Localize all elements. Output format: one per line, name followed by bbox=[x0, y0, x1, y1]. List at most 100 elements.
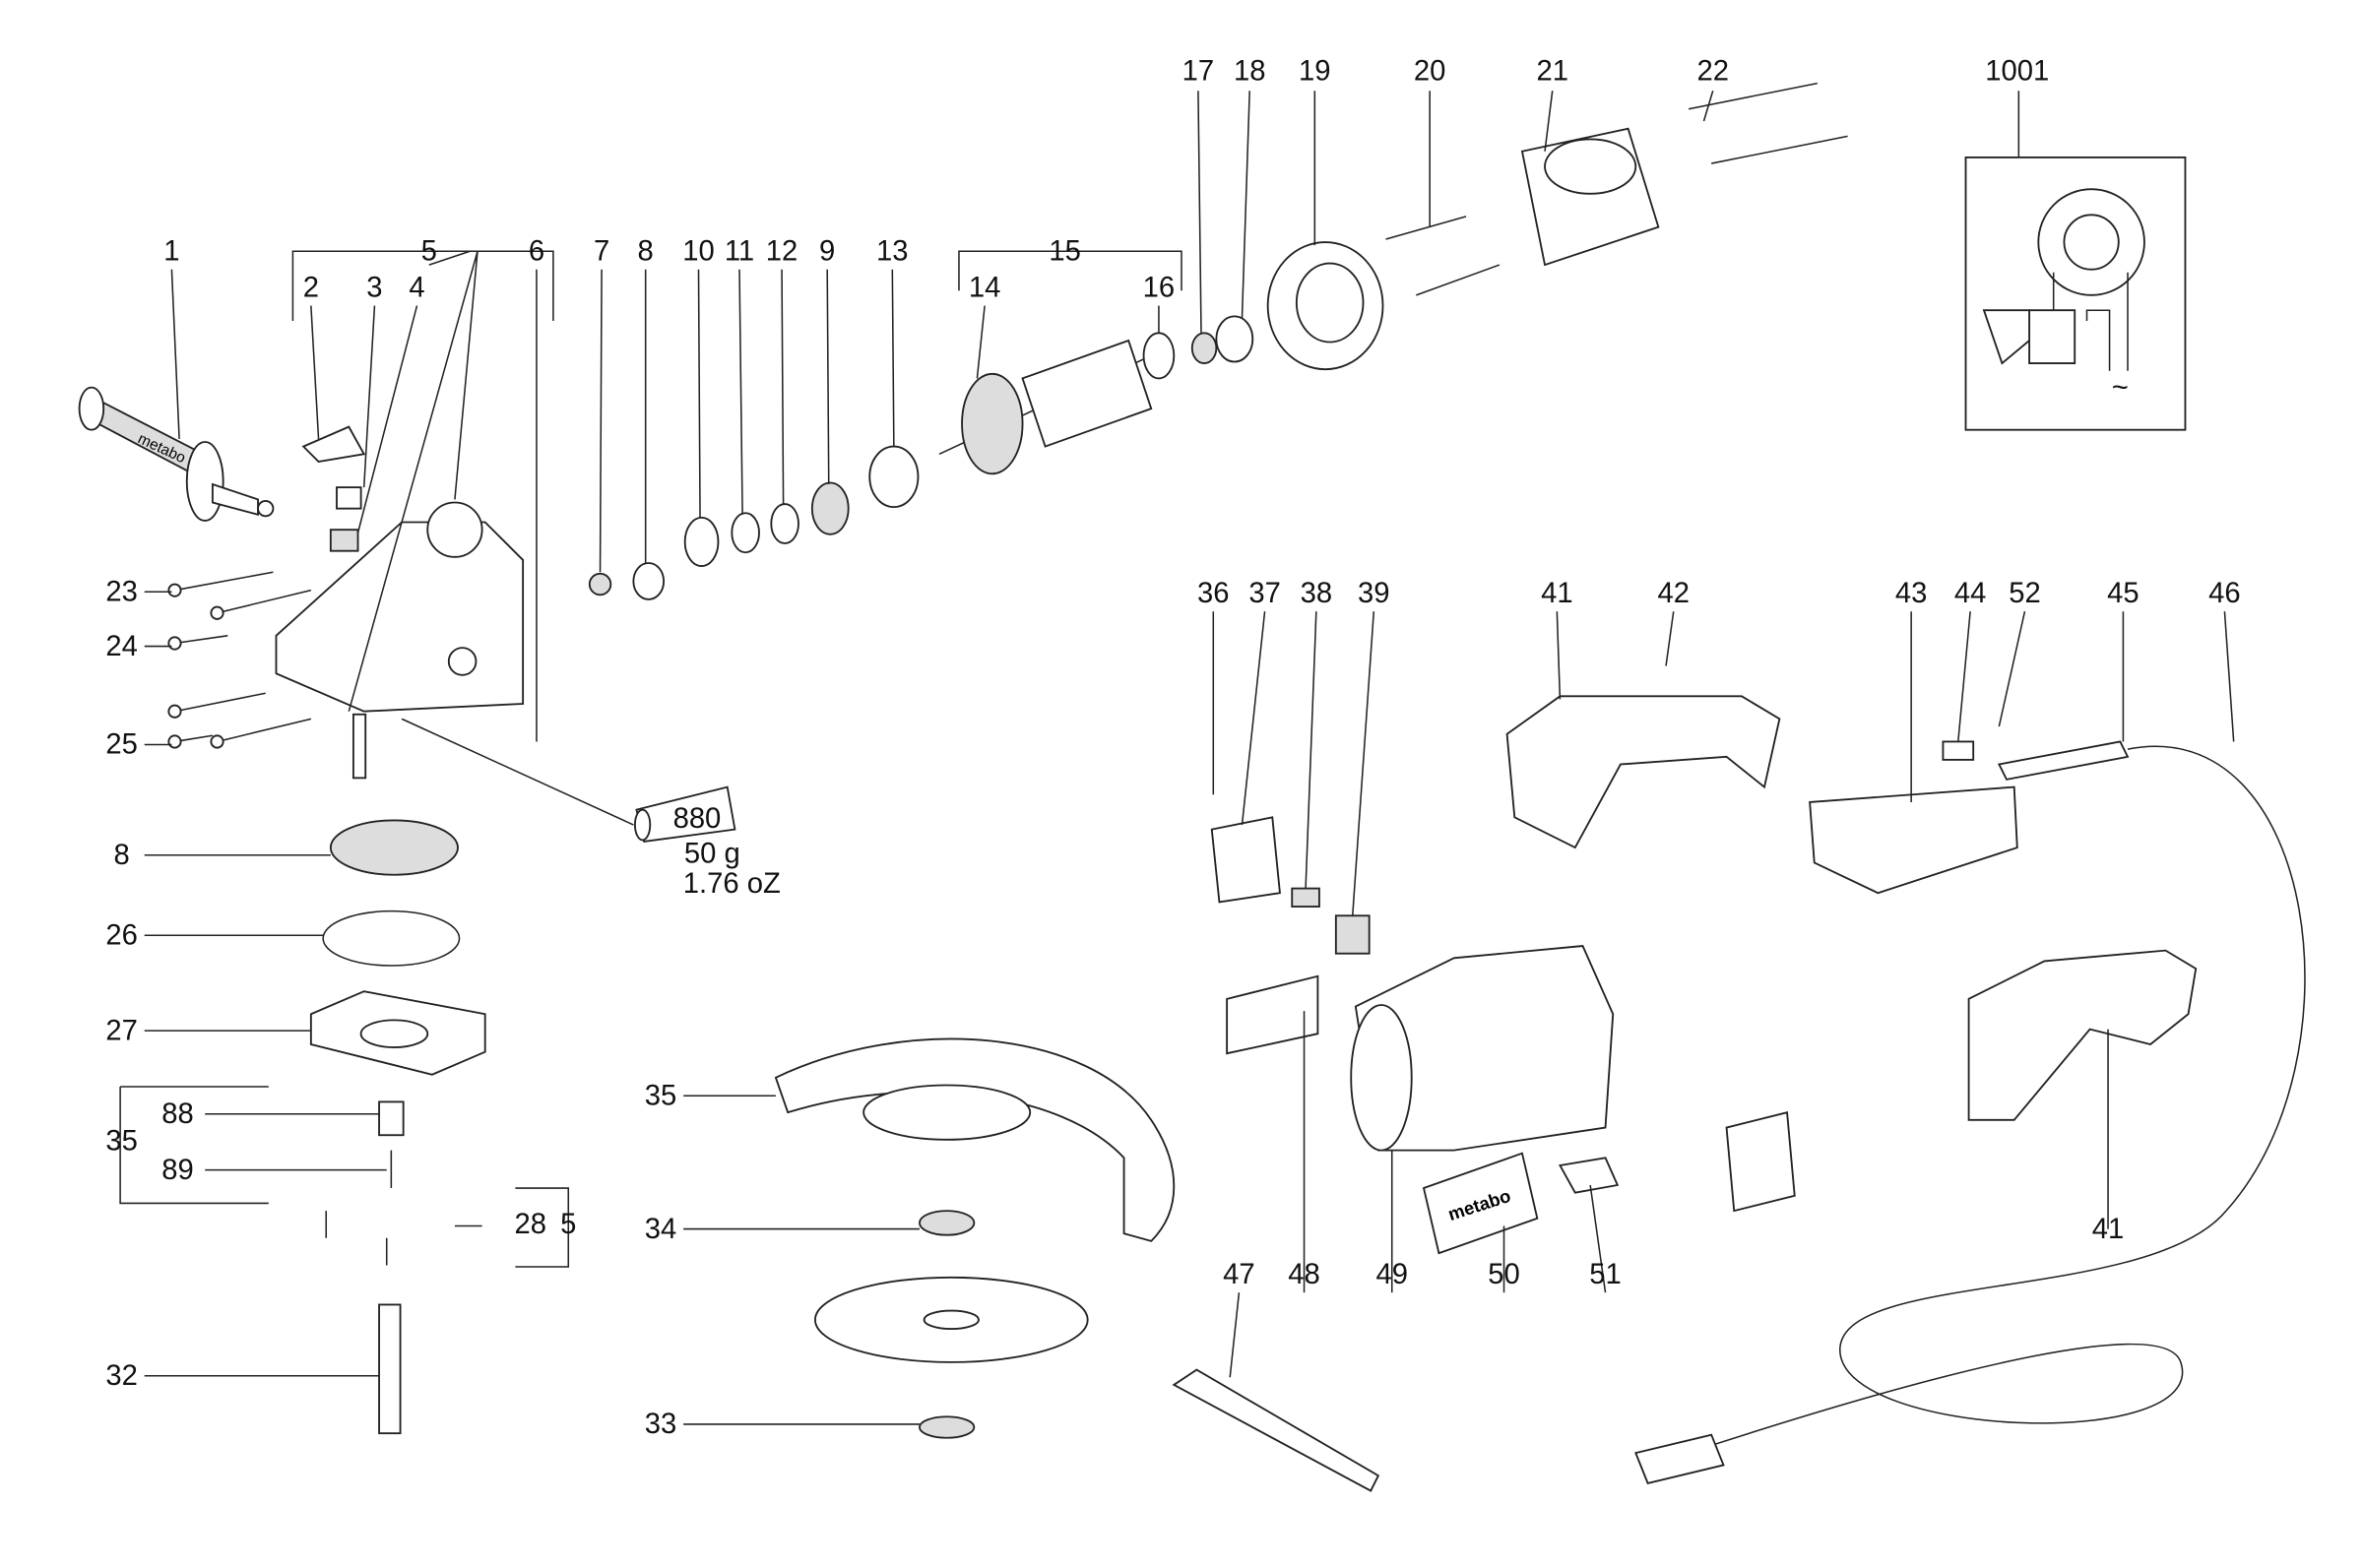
callout-label: 15 bbox=[1049, 235, 1080, 267]
part-side-handle: metabo bbox=[78, 386, 275, 522]
leader-line bbox=[1305, 611, 1317, 889]
leader-line bbox=[401, 718, 634, 826]
callout-label: 9 bbox=[819, 235, 835, 267]
callout-label: 4 bbox=[409, 272, 424, 303]
part-spring bbox=[336, 486, 362, 510]
leader-line bbox=[362, 305, 376, 488]
leader-line bbox=[1241, 611, 1266, 826]
part-holder-39 bbox=[1334, 914, 1371, 955]
leader-line bbox=[1544, 91, 1554, 152]
callout-label: 46 bbox=[2208, 578, 2240, 609]
callout-label: 36 bbox=[1197, 578, 1229, 609]
part-cover-37 bbox=[1210, 816, 1281, 904]
leader-line bbox=[781, 269, 785, 505]
part-armature bbox=[938, 332, 1176, 475]
part-screws bbox=[167, 571, 312, 749]
callout-label: 33 bbox=[645, 1409, 676, 1440]
part-8 bbox=[632, 562, 666, 600]
callout-label: 49 bbox=[1375, 1259, 1407, 1290]
leader-line bbox=[1957, 611, 1971, 742]
leader-line bbox=[1589, 1184, 1607, 1293]
callout-label: 52 bbox=[2009, 578, 2040, 609]
callout-label: 14 bbox=[969, 272, 1000, 303]
part-spindle bbox=[378, 1303, 402, 1435]
part-clamp-44 bbox=[1942, 740, 1975, 761]
leader-line bbox=[826, 269, 830, 485]
callout-label: 16 bbox=[1143, 272, 1175, 303]
leader-line bbox=[310, 305, 320, 439]
callout-label: 22 bbox=[1696, 55, 1728, 87]
callout-label: 88 bbox=[161, 1098, 193, 1130]
callout-label: 3 bbox=[366, 272, 382, 303]
part-plate-13 bbox=[868, 445, 920, 509]
grease-code: 880 bbox=[673, 803, 722, 835]
leader-line bbox=[738, 269, 743, 515]
callout-label: 38 bbox=[1301, 578, 1332, 609]
leader-line bbox=[599, 269, 603, 573]
leader-line bbox=[356, 305, 418, 533]
leader-line bbox=[1229, 1292, 1241, 1378]
leader-lines bbox=[119, 91, 2235, 1425]
part-bearing-17 bbox=[1190, 332, 1218, 364]
callout-label: 35 bbox=[645, 1080, 676, 1111]
callout-label: 1 bbox=[163, 235, 179, 267]
part-o-ring bbox=[322, 909, 461, 967]
callout-label: 13 bbox=[876, 235, 908, 267]
part-power-cord-46 bbox=[1710, 745, 2306, 1447]
callout-label: 11 bbox=[725, 235, 754, 267]
part-pin bbox=[351, 713, 367, 780]
part-clamp-nut bbox=[919, 1415, 976, 1439]
group-bracket bbox=[348, 250, 479, 712]
part-flange-34 bbox=[919, 1210, 976, 1236]
leader-line bbox=[1351, 611, 1375, 916]
callout-label: 24 bbox=[105, 631, 137, 662]
brand-plate-50: metabo bbox=[1422, 1152, 1539, 1255]
grease-weight: 50 g bbox=[684, 838, 740, 869]
group-bracket bbox=[291, 250, 554, 321]
part-electronics-43 bbox=[1809, 785, 2018, 895]
callout-label: 48 bbox=[1288, 1259, 1319, 1290]
callout-label: 23 bbox=[105, 576, 137, 607]
callout-label: 43 bbox=[1895, 578, 1927, 609]
group-bracket bbox=[958, 250, 1182, 291]
grease-tube: 880 50 g 1.76 oZ bbox=[633, 785, 781, 900]
wiring-inset: ~ bbox=[1964, 91, 2187, 431]
part-bearing-18 bbox=[1215, 315, 1254, 363]
grease-weight-imperial: 1.76 oZ bbox=[683, 868, 781, 900]
part-cable-sleeve-45 bbox=[1997, 740, 2130, 781]
callout-label: 20 bbox=[1414, 55, 1445, 87]
callout-label: 35 bbox=[105, 1126, 137, 1158]
leader-line bbox=[1702, 91, 1714, 122]
leader-line bbox=[891, 269, 895, 447]
part-washer-12 bbox=[770, 503, 799, 544]
ac-symbol: ~ bbox=[2112, 372, 2129, 404]
callout-label: 27 bbox=[105, 1015, 137, 1046]
leader-line bbox=[1665, 611, 1675, 666]
part-screws-20 bbox=[1385, 216, 1501, 296]
part-plug bbox=[1634, 1433, 1725, 1484]
callout-label: 8 bbox=[638, 235, 654, 267]
leader-line bbox=[1998, 611, 2026, 727]
part-rear-handle-41 bbox=[1967, 949, 2198, 1121]
callout-label: 1001 bbox=[1985, 55, 2049, 87]
callout-label: 12 bbox=[766, 235, 798, 267]
group-bracket bbox=[515, 1187, 570, 1268]
callout-label: 8 bbox=[114, 840, 130, 871]
part-bevel-gear bbox=[329, 819, 459, 876]
part-housing-41 bbox=[1505, 695, 1781, 849]
callout-label: 37 bbox=[1248, 578, 1280, 609]
callout-label: 7 bbox=[594, 235, 609, 267]
callout-label: 44 bbox=[1954, 578, 1986, 609]
part-lever bbox=[301, 425, 366, 463]
callout-label: 21 bbox=[1536, 55, 1567, 87]
part-nut-7 bbox=[588, 572, 612, 596]
part-plug bbox=[329, 529, 359, 552]
leader-line bbox=[1197, 91, 1202, 334]
part-cables-22 bbox=[1688, 82, 1848, 164]
callout-label: 19 bbox=[1299, 55, 1330, 87]
part-gear-housing bbox=[275, 521, 525, 713]
callout-label: 34 bbox=[645, 1214, 676, 1245]
